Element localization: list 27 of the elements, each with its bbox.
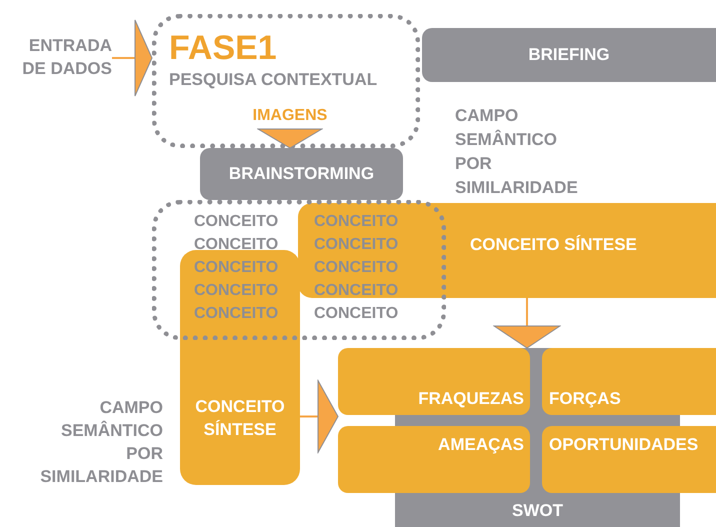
quadrant-box: FRAQUEZAS: [338, 348, 530, 415]
text-label: CONCEITO: [194, 281, 278, 301]
flow-label: IMAGENS: [240, 107, 340, 129]
process-box: BRIEFING: [422, 28, 716, 82]
triangle-arrow: [300, 380, 338, 453]
text-label: CAMPO SEMÂNTICO POR SIMILARIDADE: [455, 105, 578, 199]
text-label: CONCEITO: [194, 212, 278, 232]
triangle-arrow: [112, 20, 152, 96]
swot-panel: [338, 348, 716, 527]
text-label: CAMPO SEMÂNTICO POR SIMILARIDADE: [39, 397, 163, 488]
phase-subtitle: PESQUISA CONTEXTUAL: [169, 69, 378, 91]
text-label: CONCEITO: [314, 304, 398, 324]
input-label: ENTRADA DE DADOS: [10, 34, 112, 82]
quadrant-box: AMEAÇAS: [338, 426, 530, 493]
text-label: CONCEITO: [314, 212, 398, 232]
process-box: BRAINSTORMING: [200, 148, 403, 200]
text-label: CONCEITO: [314, 235, 398, 255]
text-label: CONCEITO: [194, 258, 278, 278]
text-label: CONCEITO: [194, 304, 278, 324]
triangle-arrow: [258, 128, 322, 148]
triangle-arrow: [494, 298, 560, 348]
text-label: CONCEITO: [314, 258, 398, 278]
quadrant-box: OPORTUNIDADES: [542, 426, 716, 493]
text-label: CONCEITO: [314, 281, 398, 301]
swot-label: SWOT: [511, 500, 564, 522]
phase-title: FASE1: [169, 29, 277, 67]
quadrant-box: FORÇAS: [542, 348, 716, 415]
